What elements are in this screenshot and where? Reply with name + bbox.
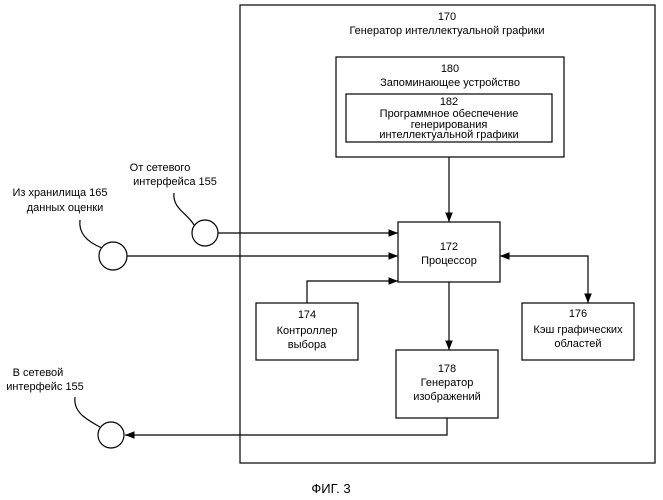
image-generator-line2: изображений <box>413 391 481 403</box>
image-generator-number: 178 <box>438 363 456 375</box>
cache-number: 176 <box>569 308 587 320</box>
network-input-line1: От сетевого <box>130 162 191 174</box>
storage-input-leader <box>80 220 102 248</box>
memory-label: Запоминающее устройство <box>380 77 520 89</box>
image-generator-line1: Генератор <box>421 377 474 389</box>
cache-line2: областей <box>554 338 601 350</box>
software-number: 182 <box>440 96 458 108</box>
cache-line1: Кэш графических <box>533 324 623 336</box>
storage-input-line2: данных оценки <box>27 202 104 214</box>
network-output-line2: интерфейс 155 <box>6 381 84 393</box>
network-output-port <box>98 422 124 448</box>
network-input-port <box>192 220 218 246</box>
network-input-leader <box>174 193 194 225</box>
selection-number: 174 <box>298 309 316 321</box>
software-line3: интеллектуальной графики <box>379 129 518 141</box>
figure-caption: ФИГ. 3 <box>311 481 350 496</box>
outer-label: Генератор интеллектуальной графики <box>349 25 544 37</box>
network-output-line1: В сетевой <box>13 367 64 379</box>
memory-number: 180 <box>441 63 459 75</box>
outer-number: 170 <box>438 11 456 23</box>
storage-input-line1: Из хранилища 165 <box>12 187 107 199</box>
network-output-leader <box>75 397 100 427</box>
processor-number: 172 <box>440 241 458 253</box>
processor-label: Процессор <box>421 255 477 267</box>
network-input-line2: интерфейса 155 <box>133 176 217 188</box>
selection-line1: Контроллер <box>277 325 338 337</box>
selection-line2: выбора <box>288 339 327 351</box>
storage-input-port <box>99 242 127 270</box>
